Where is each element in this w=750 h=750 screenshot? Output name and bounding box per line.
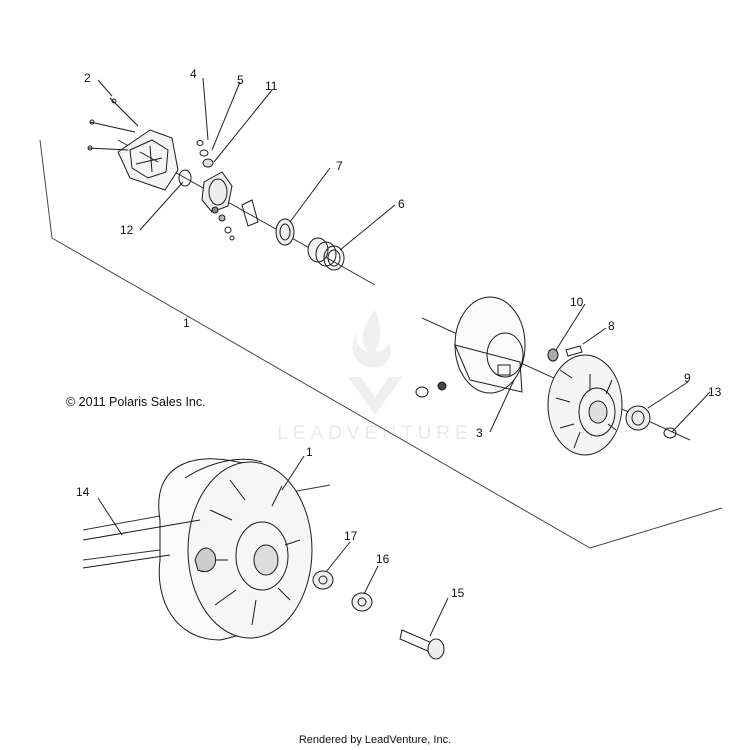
callout-12: 12 <box>120 223 134 237</box>
part-15-bolt <box>400 630 444 659</box>
part-9-bearing <box>626 406 650 430</box>
callout-8: 8 <box>608 319 615 333</box>
part-6-spring <box>308 238 344 270</box>
callout-5: 5 <box>237 73 244 87</box>
part-13-ring <box>664 428 676 438</box>
assembled-clutch <box>159 459 312 640</box>
callout-1-lower: 1 <box>306 445 313 459</box>
assembly-bracket <box>39 139 723 549</box>
callout-11: 11 <box>265 79 278 93</box>
small-bolt <box>416 382 446 397</box>
parts-4-5-11-hardware <box>197 141 213 168</box>
part-2-spider <box>88 98 178 190</box>
callout-6: 6 <box>398 197 405 211</box>
part-14-belt <box>83 459 262 568</box>
callout-10: 10 <box>570 295 584 309</box>
part-7-bearing <box>276 219 294 245</box>
callout-9: 9 <box>684 371 691 385</box>
part-8-pin <box>566 346 582 356</box>
leader-lines <box>98 78 710 636</box>
callout-13: 13 <box>708 385 722 399</box>
callout-17: 17 <box>344 529 358 543</box>
callout-16: 16 <box>376 552 390 566</box>
part-10-washer <box>548 349 558 361</box>
part-16-washer <box>352 593 372 611</box>
callout-1-upper: 1 <box>183 316 190 330</box>
part-12-snap-ring <box>179 170 191 186</box>
callout-3: 3 <box>476 426 483 440</box>
callout-7: 7 <box>336 159 343 173</box>
part-17-washer <box>313 571 333 589</box>
part-3-sheave <box>455 297 525 393</box>
roller-carrier <box>202 172 258 240</box>
footer-credit: Rendered by LeadVenture, Inc. <box>298 734 452 746</box>
callout-14: 14 <box>76 485 90 499</box>
callout-15: 15 <box>451 586 465 600</box>
movable-sheave-upper <box>548 355 622 455</box>
copyright-notice: © 2011 Polaris Sales Inc. <box>66 395 206 409</box>
callout-labels: 2 4 5 11 7 6 12 1 10 8 9 13 3 1 14 17 16… <box>76 67 722 600</box>
callout-4: 4 <box>190 67 197 81</box>
callout-2: 2 <box>84 71 91 85</box>
